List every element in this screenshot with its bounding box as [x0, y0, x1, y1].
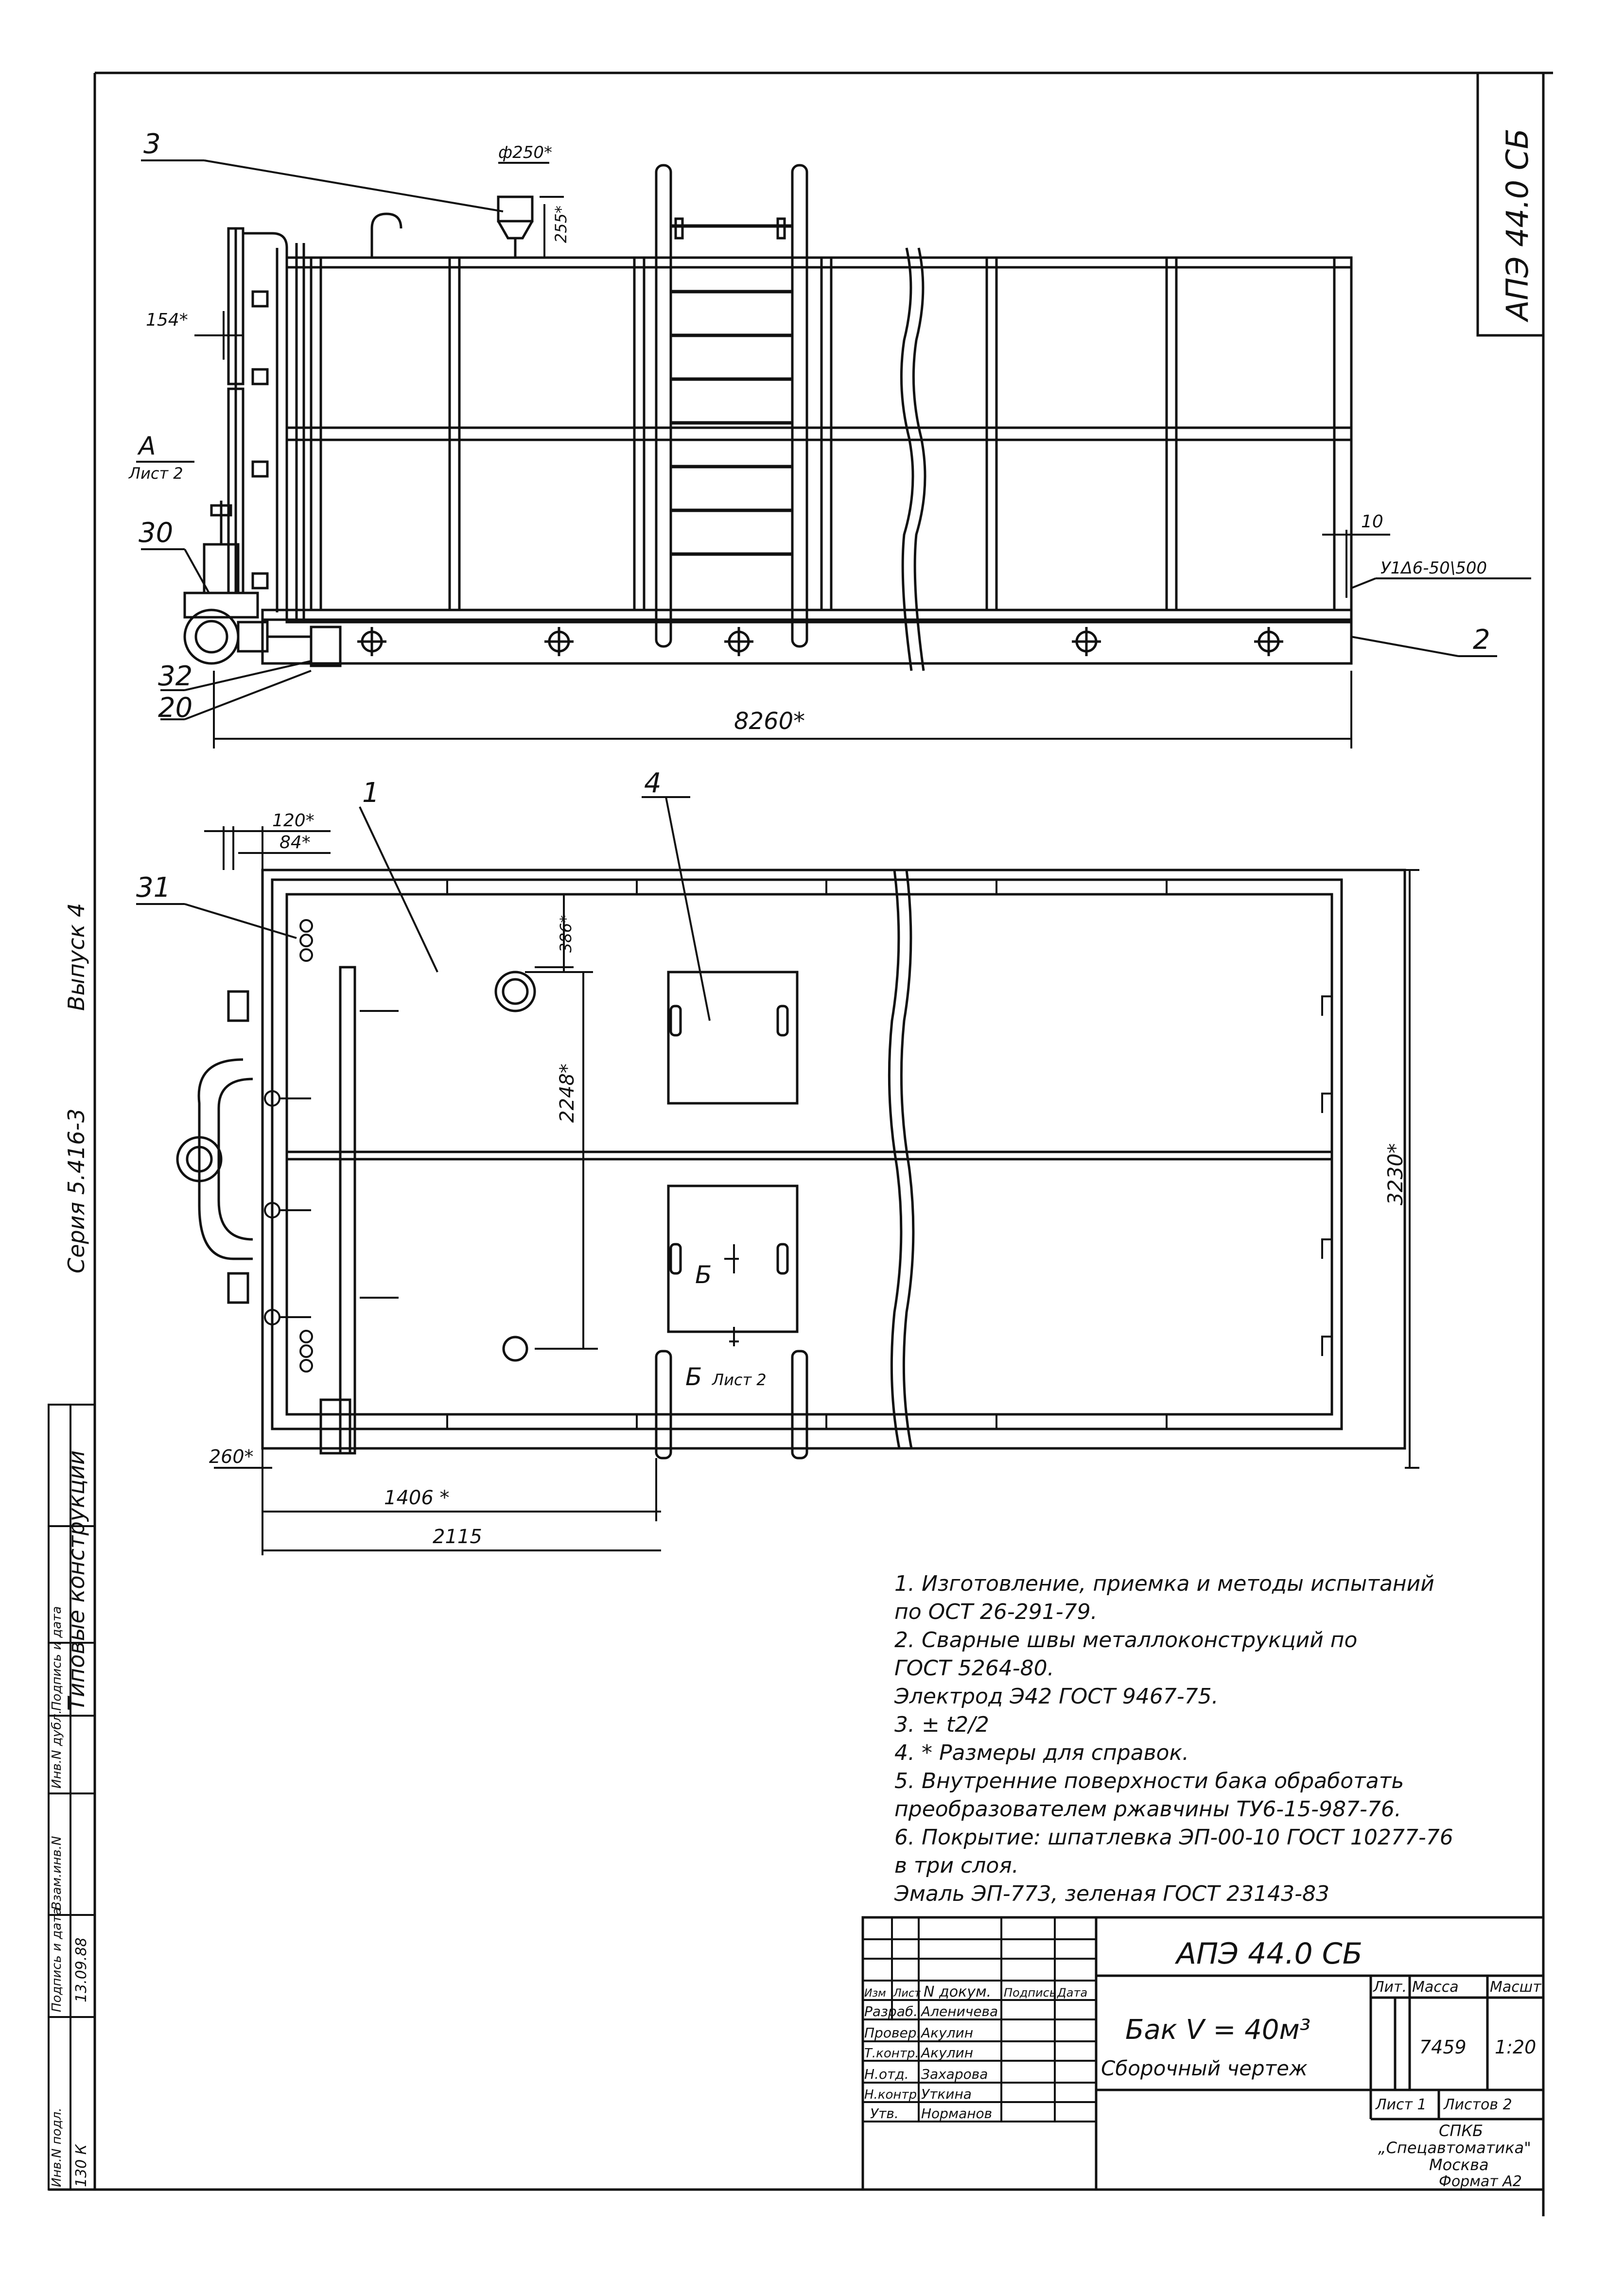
section-b-bottom: Б [685, 1363, 702, 1391]
note-line: Эмаль ЭП-773, зеленая ГОСТ 23143-83 [894, 1881, 1329, 1906]
tb-role-3: Н.отд. [864, 2066, 909, 2082]
callout-30: 30 [139, 517, 173, 549]
title-sheet: Лист 1 [1375, 2096, 1427, 2113]
stamp-vzam: Взам.инв.N [50, 1836, 64, 1910]
title-lit: Лит. [1373, 1979, 1407, 1996]
title-scale: 1:20 [1495, 2036, 1536, 2058]
callout-31: 31 [136, 872, 171, 904]
callout-2: 2 [1473, 624, 1490, 656]
title-org1: СПКБ [1439, 2122, 1483, 2140]
note-line: Электрод Э42 ГОСТ 9467-75. [894, 1684, 1219, 1709]
stamp-inv-dubl: Инв.N дубл. [50, 1709, 64, 1789]
view-a-sheet: Лист 2 [128, 464, 183, 483]
dim-3230: 3230* [1383, 1143, 1407, 1205]
plan-view [176, 869, 1406, 1460]
title-name: Бак V = 40м³ [1125, 2014, 1310, 2046]
tb-col-izm: Изм [864, 1987, 886, 2000]
title-org3: Москва [1429, 2156, 1489, 2174]
note-line: 3. ± t2/2 [894, 1712, 989, 1737]
dim-386: 386* [557, 915, 575, 953]
note-line: 5. Внутренние поверхности бака обработат… [894, 1769, 1404, 1793]
stamp-value-1: 130 К [73, 2144, 90, 2187]
side-label-type: Типовые конструкции [63, 1450, 89, 1711]
stamp-value-2: 13.09.88 [73, 1937, 90, 2002]
tb-name-0: Аленичева [920, 2003, 998, 2019]
dim-2115: 2115 [433, 1526, 482, 1548]
note-line: по ОСТ 26-291-79. [894, 1600, 1098, 1624]
tb-role-4: Н.контр. [864, 2087, 921, 2102]
callout-32: 32 [158, 661, 192, 692]
dim-length-8260: 8260* [734, 708, 805, 735]
dim-2248: 2248* [556, 1063, 578, 1123]
tb-name-5: Норманов [921, 2105, 992, 2122]
dim-hatch-dia: ф250* [498, 143, 552, 162]
title-mass-header: Масса [1412, 1979, 1459, 1996]
note-line: в три слоя. [894, 1853, 1019, 1878]
stamp-inv-podl: Инв.N подл. [50, 2107, 64, 2187]
tb-role-2: Т.контр. [864, 2046, 919, 2061]
stamp-sign-date-2: Подпись и дата [50, 1606, 64, 1711]
title-mass: 7459 [1419, 2036, 1467, 2058]
callout-3: 3 [143, 128, 161, 160]
callout-20: 20 [158, 692, 192, 724]
stamp-sign-date-1: Подпись и дата [50, 1907, 64, 2012]
title-format: Формат А2 [1439, 2173, 1522, 2190]
dim-hatch-height: 255* [552, 206, 570, 243]
tb-name-3: Захарова [921, 2066, 988, 2082]
tb-col-doc: N докум. [924, 1983, 991, 2000]
dim-left-154: 154* [146, 310, 188, 330]
callout-4: 4 [644, 767, 662, 799]
view-a-label: А [137, 432, 156, 461]
tb-role-5: Утв. [870, 2105, 899, 2122]
dim-84: 84* [279, 833, 311, 852]
title-scale-header: Масшт. [1490, 1979, 1546, 1996]
callout-1: 1 [362, 777, 380, 809]
tb-col-sign: Подпись [1004, 1986, 1056, 2000]
note-line: 1. Изготовление, приемка и методы испыта… [894, 1571, 1434, 1596]
section-b-top: Б [695, 1261, 712, 1289]
note-line: 6. Покрытие: шпатлевка ЭП-00-10 ГОСТ 102… [894, 1825, 1453, 1850]
tb-name-1: Акулин [920, 2025, 973, 2041]
side-label-series: Серия 5.416-3 [63, 1108, 89, 1273]
tb-name-2: Акулин [920, 2045, 973, 2061]
tb-name-4: Уткина [921, 2086, 972, 2102]
side-label-issue: Выпуск 4 [63, 903, 89, 1011]
note-line: 2. Сварные швы металлоконструкций по [894, 1628, 1358, 1652]
section-b-sheet: Лист 2 [712, 1371, 767, 1389]
title-sheets: Листов 2 [1443, 2096, 1512, 2113]
notes-block: 1. Изготовление, приемка и методы испыта… [894, 1570, 1453, 1908]
note-line: преобразователем ржавчины ТУ6-15-987-76. [894, 1797, 1401, 1822]
title-code: АПЭ 44.0 СБ [1174, 1937, 1362, 1971]
weld-symbol: У1Δ6-50\500 [1380, 558, 1487, 578]
corner-code: АПЭ 44.0 СБ [1500, 128, 1535, 321]
tb-col-list: Лист [893, 1987, 921, 2000]
tb-col-date: Дата [1057, 1986, 1087, 2000]
note-line: ГОСТ 5264-80. [894, 1656, 1054, 1681]
dim-260: 260* [209, 1446, 254, 1467]
dim-gap-10: 10 [1361, 512, 1383, 532]
title-org2: „Спецавтоматика" [1378, 2139, 1531, 2157]
dim-120: 120* [272, 811, 314, 831]
left-stamp [48, 1404, 96, 2191]
front-view [183, 164, 1353, 671]
note-line: 4. * Размеры для справок. [894, 1740, 1189, 1765]
tb-role-1: Провер. [864, 2025, 921, 2041]
title-block [861, 1916, 1545, 2191]
tb-role-0: Разраб. [864, 2003, 918, 2019]
dim-1406: 1406 * [384, 1487, 450, 1509]
title-subtitle: Сборочный чертеж [1101, 2056, 1308, 2080]
